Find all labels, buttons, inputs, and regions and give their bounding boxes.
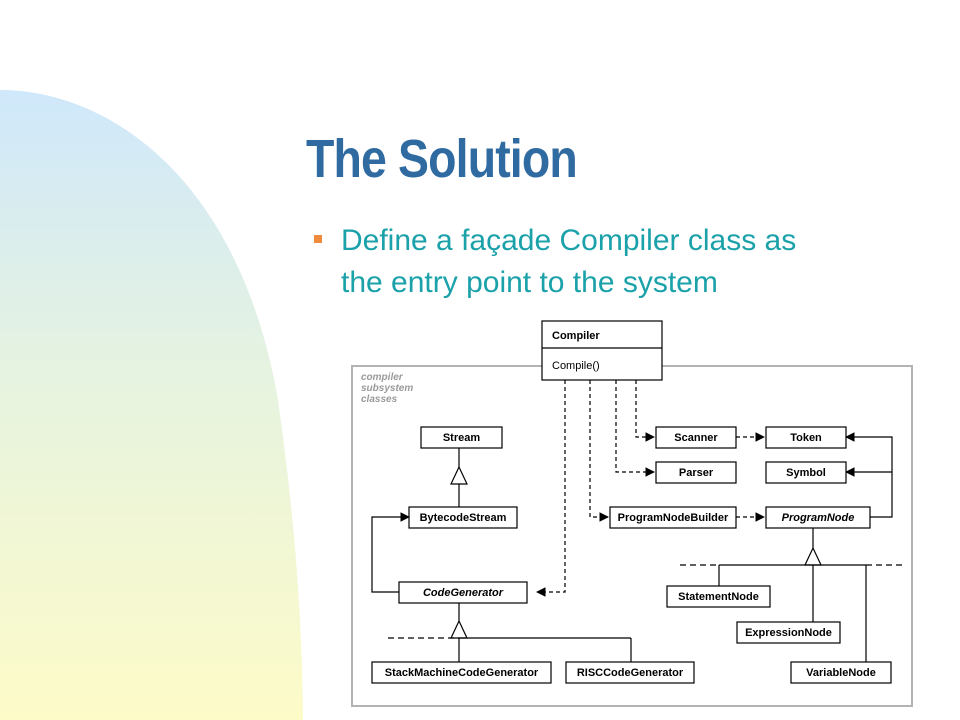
class-symbol: Symbol [765,461,847,484]
assoc-codegenerator-bytecodestream [371,512,410,593]
class-programnode: ProgramNode [765,506,871,529]
class-compiler-name: Compiler [552,330,600,342]
subsystem-label-line-3: classes [361,394,398,405]
class-compiler: Compiler Compile() [541,320,663,381]
class-programnode-name: ProgramNode [782,512,855,524]
class-parser: Parser [655,461,737,484]
class-programnodebuilder: ProgramNodeBuilder [609,506,737,529]
bullet-text: Define a façade Compiler class as the en… [341,220,921,304]
class-codegenerator-name: CodeGenerator [423,587,504,599]
subsystem-frame [351,365,913,707]
class-bytecodestream-name: BytecodeStream [420,512,507,524]
dep-compiler-programnodebuilder [589,380,609,522]
class-expressionnode: ExpressionNode [736,621,841,644]
class-scanner: Scanner [655,426,737,449]
bullet-line-1: Define a façade Compiler class as [341,224,797,257]
class-expressionnode-name: ExpressionNode [745,627,832,639]
gen-node-triangle [804,546,822,566]
class-bytecodestream: BytecodeStream [408,506,518,529]
gen-codegen-triangle [450,619,468,639]
connectors [371,380,902,662]
class-variablenode: VariableNode [790,661,892,684]
class-parser-name: Parser [679,467,714,479]
subsystem-label-line-1: compiler [361,372,404,383]
gen-stream-triangle [450,465,468,485]
subsystem-label: compiler subsystem classes [361,372,413,405]
class-stackmachinecodegenerator: StackMachineCodeGenerator [371,661,552,684]
class-compiler-operation: Compile() [552,360,600,372]
bullet-line-2: the entry point to the system [341,266,718,299]
bullet-marker [314,235,322,243]
class-variablenode-name: VariableNode [806,667,876,679]
dep-compiler-scanner [635,380,655,442]
subsystem-label-line-2: subsystem [361,383,413,394]
class-stream-name: Stream [443,432,481,444]
class-token-name: Token [790,432,822,444]
slide-title: The Solution [306,129,578,189]
class-risccodegenerator: RISCCodeGenerator [565,661,695,684]
class-risccodegenerator-name: RISCCodeGenerator [577,667,684,679]
class-symbol-name: Symbol [786,467,826,479]
assoc-programnode-token [845,432,893,518]
dep-compiler-codegenerator [536,380,566,597]
class-token: Token [765,426,847,449]
class-codegenerator: CodeGenerator [398,581,528,604]
class-statementnode: StatementNode [666,585,771,608]
class-stackmachinecodegenerator-name: StackMachineCodeGenerator [385,667,539,679]
class-scanner-name: Scanner [674,432,718,444]
class-programnodebuilder-name: ProgramNodeBuilder [618,512,729,524]
class-stream: Stream [420,426,503,449]
class-statementnode-name: StatementNode [678,591,759,603]
class-boxes: Compiler Compile() Stream BytecodeStream… [371,320,892,684]
dep-compiler-parser [615,380,655,477]
